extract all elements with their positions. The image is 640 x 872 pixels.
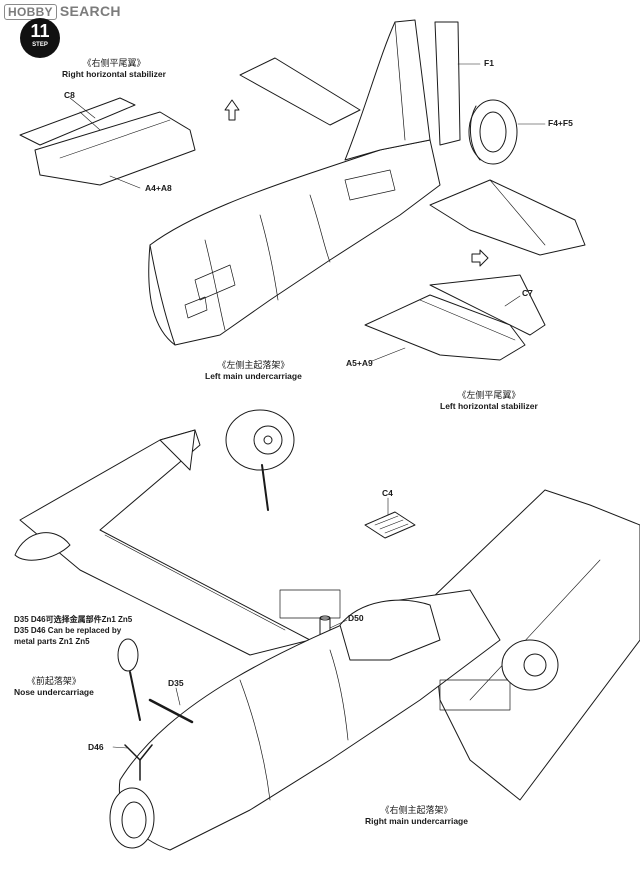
leader-lines: [69, 63, 546, 749]
main-aircraft-drawing: [14, 429, 640, 851]
part-label-f4f5: F4+F5: [548, 118, 573, 128]
watermark-text: SEARCH: [59, 3, 121, 19]
left-stabilizer-en: Left horizontal stabilizer: [440, 401, 538, 411]
right-stabilizer-cn: 《右侧平尾翼》: [82, 58, 146, 68]
note-line-3: metal parts Zn1 Zn5: [14, 637, 90, 646]
part-label-a5a9: A5+A9: [346, 358, 373, 368]
right-main-en: Right main undercarriage: [365, 816, 468, 826]
note-line-1: D35 D46可选择金属部件Zn1 Zn5: [14, 615, 133, 624]
part-label-a4a8: A4+A8: [145, 183, 172, 193]
step-badge: 11 STEP: [20, 18, 60, 58]
left-main-caption: 《左侧主起落架》 Left main undercarriage: [205, 360, 302, 382]
nose-en: Nose undercarriage: [14, 687, 94, 697]
part-label-d50: D50: [348, 613, 364, 623]
right-stabilizer-en: Right horizontal stabilizer: [62, 69, 166, 79]
rear-fuselage-drawing: [148, 19, 586, 346]
part-label-c8: C8: [64, 90, 75, 100]
left-main-wheel: [225, 409, 295, 511]
nose-cn: 《前起落架》: [26, 676, 81, 686]
step-number: 11: [30, 21, 50, 41]
nose-caption: 《前起落架》 Nose undercarriage: [14, 676, 94, 698]
right-main-caption: 《右侧主起落架》 Right main undercarriage: [365, 805, 468, 827]
left-stabilizer-parts: [364, 274, 546, 361]
part-label-f1: F1: [484, 58, 494, 68]
right-stabilizer-caption: 《右侧平尾翼》 Right horizontal stabilizer: [62, 58, 166, 80]
metal-parts-note: D35 D46可选择金属部件Zn1 Zn5 D35 D46 Can be rep…: [14, 614, 132, 647]
left-stabilizer-caption: 《左侧平尾翼》 Left horizontal stabilizer: [440, 390, 538, 412]
right-stabilizer-parts: [19, 97, 196, 186]
part-label-c4: C4: [382, 488, 393, 498]
left-main-en: Left main undercarriage: [205, 371, 302, 381]
c4-panel: [364, 511, 416, 539]
part-label-d35: D35: [168, 678, 184, 688]
part-label-d46: D46: [88, 742, 104, 752]
step-label: STEP: [32, 42, 48, 48]
left-main-cn: 《左侧主起落架》: [217, 360, 290, 370]
part-label-c7: C7: [522, 288, 533, 298]
left-stabilizer-cn: 《左侧平尾翼》: [457, 390, 521, 400]
note-line-2: D35 D46 Can be replaced by: [14, 626, 122, 635]
right-main-cn: 《右侧主起落架》: [380, 805, 453, 815]
